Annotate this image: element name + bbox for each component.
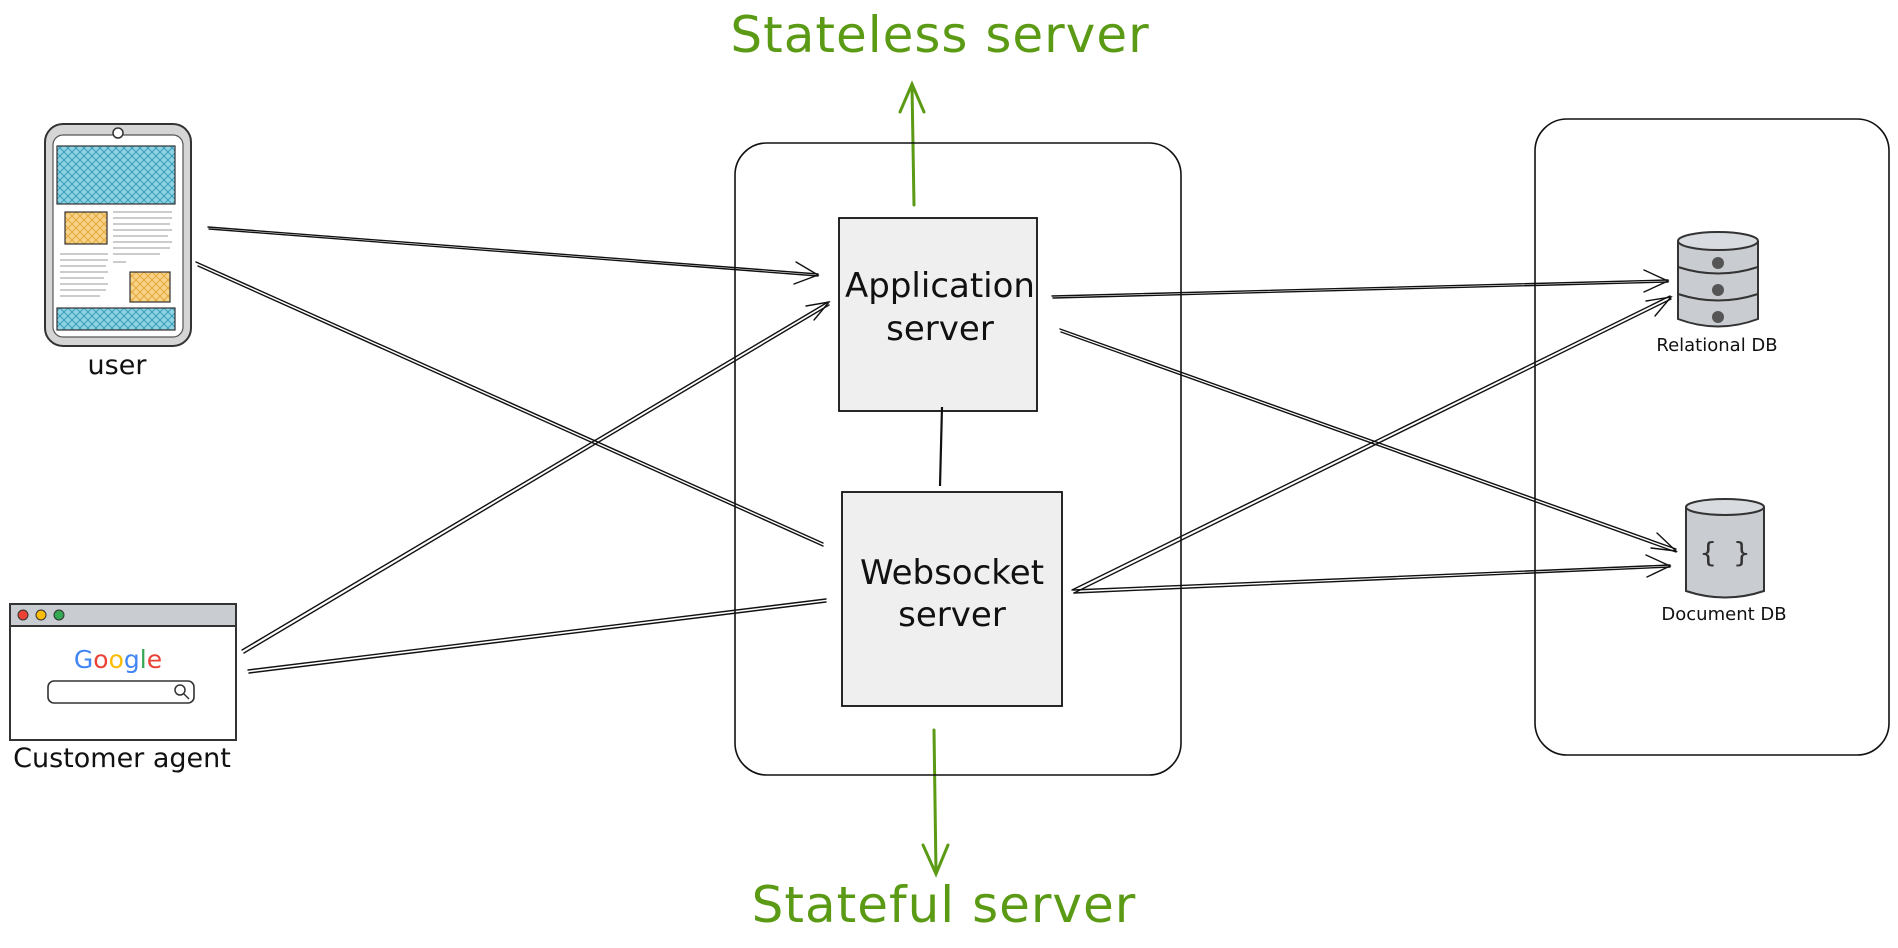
document-database-icon[interactable]: { } bbox=[1685, 498, 1765, 599]
document-db-label: Document DB bbox=[1661, 604, 1786, 625]
customer-agent-label: Customer agent bbox=[13, 743, 231, 774]
arrow-user-to-app bbox=[207, 226, 820, 285]
search-icon[interactable] bbox=[174, 684, 190, 700]
stateful-server-label: Stateful server bbox=[752, 876, 1137, 934]
database-container bbox=[1534, 118, 1890, 756]
arrow-agent-to-ws bbox=[247, 598, 827, 674]
user-label: user bbox=[88, 350, 148, 381]
connection-arrows bbox=[195, 226, 1679, 674]
arrow-agent-to-app bbox=[241, 300, 831, 654]
websocket-server-box[interactable]: Websocket server bbox=[841, 491, 1063, 707]
browser-search-bar[interactable] bbox=[47, 680, 195, 704]
app-ws-connector bbox=[938, 406, 944, 487]
stateless-server-label: Stateless server bbox=[730, 6, 1149, 64]
websocket-server-label-line1: Websocket bbox=[860, 553, 1044, 593]
application-server-label-line1: Application bbox=[845, 266, 1035, 306]
stateful-arrow bbox=[921, 728, 950, 878]
google-logo: Google bbox=[74, 645, 162, 674]
arrow-app-to-relational bbox=[1051, 269, 1670, 299]
application-server-label-line2: server bbox=[886, 309, 994, 349]
relational-database-icon[interactable] bbox=[1677, 231, 1759, 328]
websocket-server-label-line2: server bbox=[898, 595, 1006, 635]
arrow-ws-to-document bbox=[1072, 554, 1672, 594]
browser-window-icon[interactable]: Google bbox=[9, 603, 237, 741]
arrow-user-to-ws bbox=[195, 261, 824, 547]
arrow-app-to-document bbox=[1059, 328, 1679, 553]
stateless-arrow bbox=[898, 80, 926, 207]
mobile-phone-icon[interactable] bbox=[44, 123, 192, 347]
arrow-ws-to-relational bbox=[1071, 295, 1673, 594]
relational-db-label: Relational DB bbox=[1656, 335, 1777, 356]
application-server-box[interactable]: Application server bbox=[838, 217, 1038, 412]
document-db-braces: { } bbox=[1700, 536, 1751, 569]
server-container bbox=[734, 142, 1182, 776]
